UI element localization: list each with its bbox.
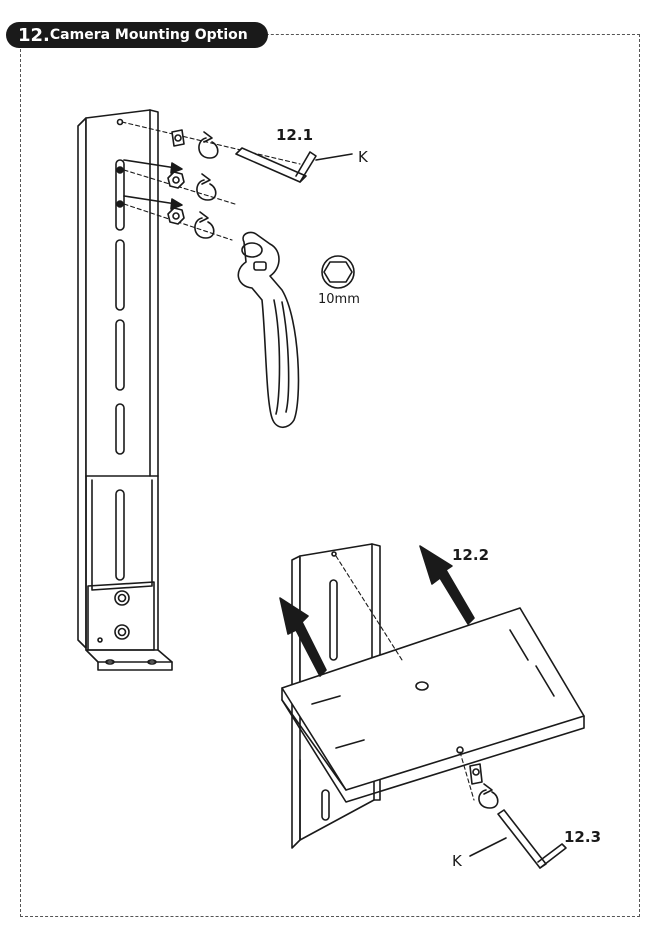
screw-top [171,129,185,147]
hex-key-icon [235,147,353,183]
step-label-12-3: 12.3 [564,828,601,846]
rotate-arrow-icon [194,211,215,239]
rotate-arrow-icon [478,783,499,809]
vertical-bracket-upper [77,109,173,671]
hex-key-label-top: K [358,148,369,166]
step-label-12-2: 12.2 [452,546,489,564]
section-header: 12. Camera Mounting Option [6,22,268,48]
step-label-12-1: 12.1 [276,126,313,144]
alignment-lines-lower [335,555,475,801]
socket-size-label: 10mm [318,292,360,307]
nut-lower [167,207,185,225]
section-title: Camera Mounting Option [49,27,248,43]
up-arrow-icon [279,597,327,677]
hex-key-label-bottom: K [452,852,463,870]
screw-bottom [469,763,483,785]
step-number: 12. [18,24,50,46]
insert-arrows [123,159,183,210]
ratchet-wrench-icon [237,231,300,429]
nut-middle [167,171,185,189]
rotate-arrow-icon [196,173,217,201]
hex-key-icon [469,809,567,869]
rotate-arrow-icon [198,131,219,159]
camera-shelf-plate [281,607,585,803]
up-arrow-icon [419,545,475,625]
hex-socket-icon [321,255,355,289]
dashed-frame [20,34,640,917]
